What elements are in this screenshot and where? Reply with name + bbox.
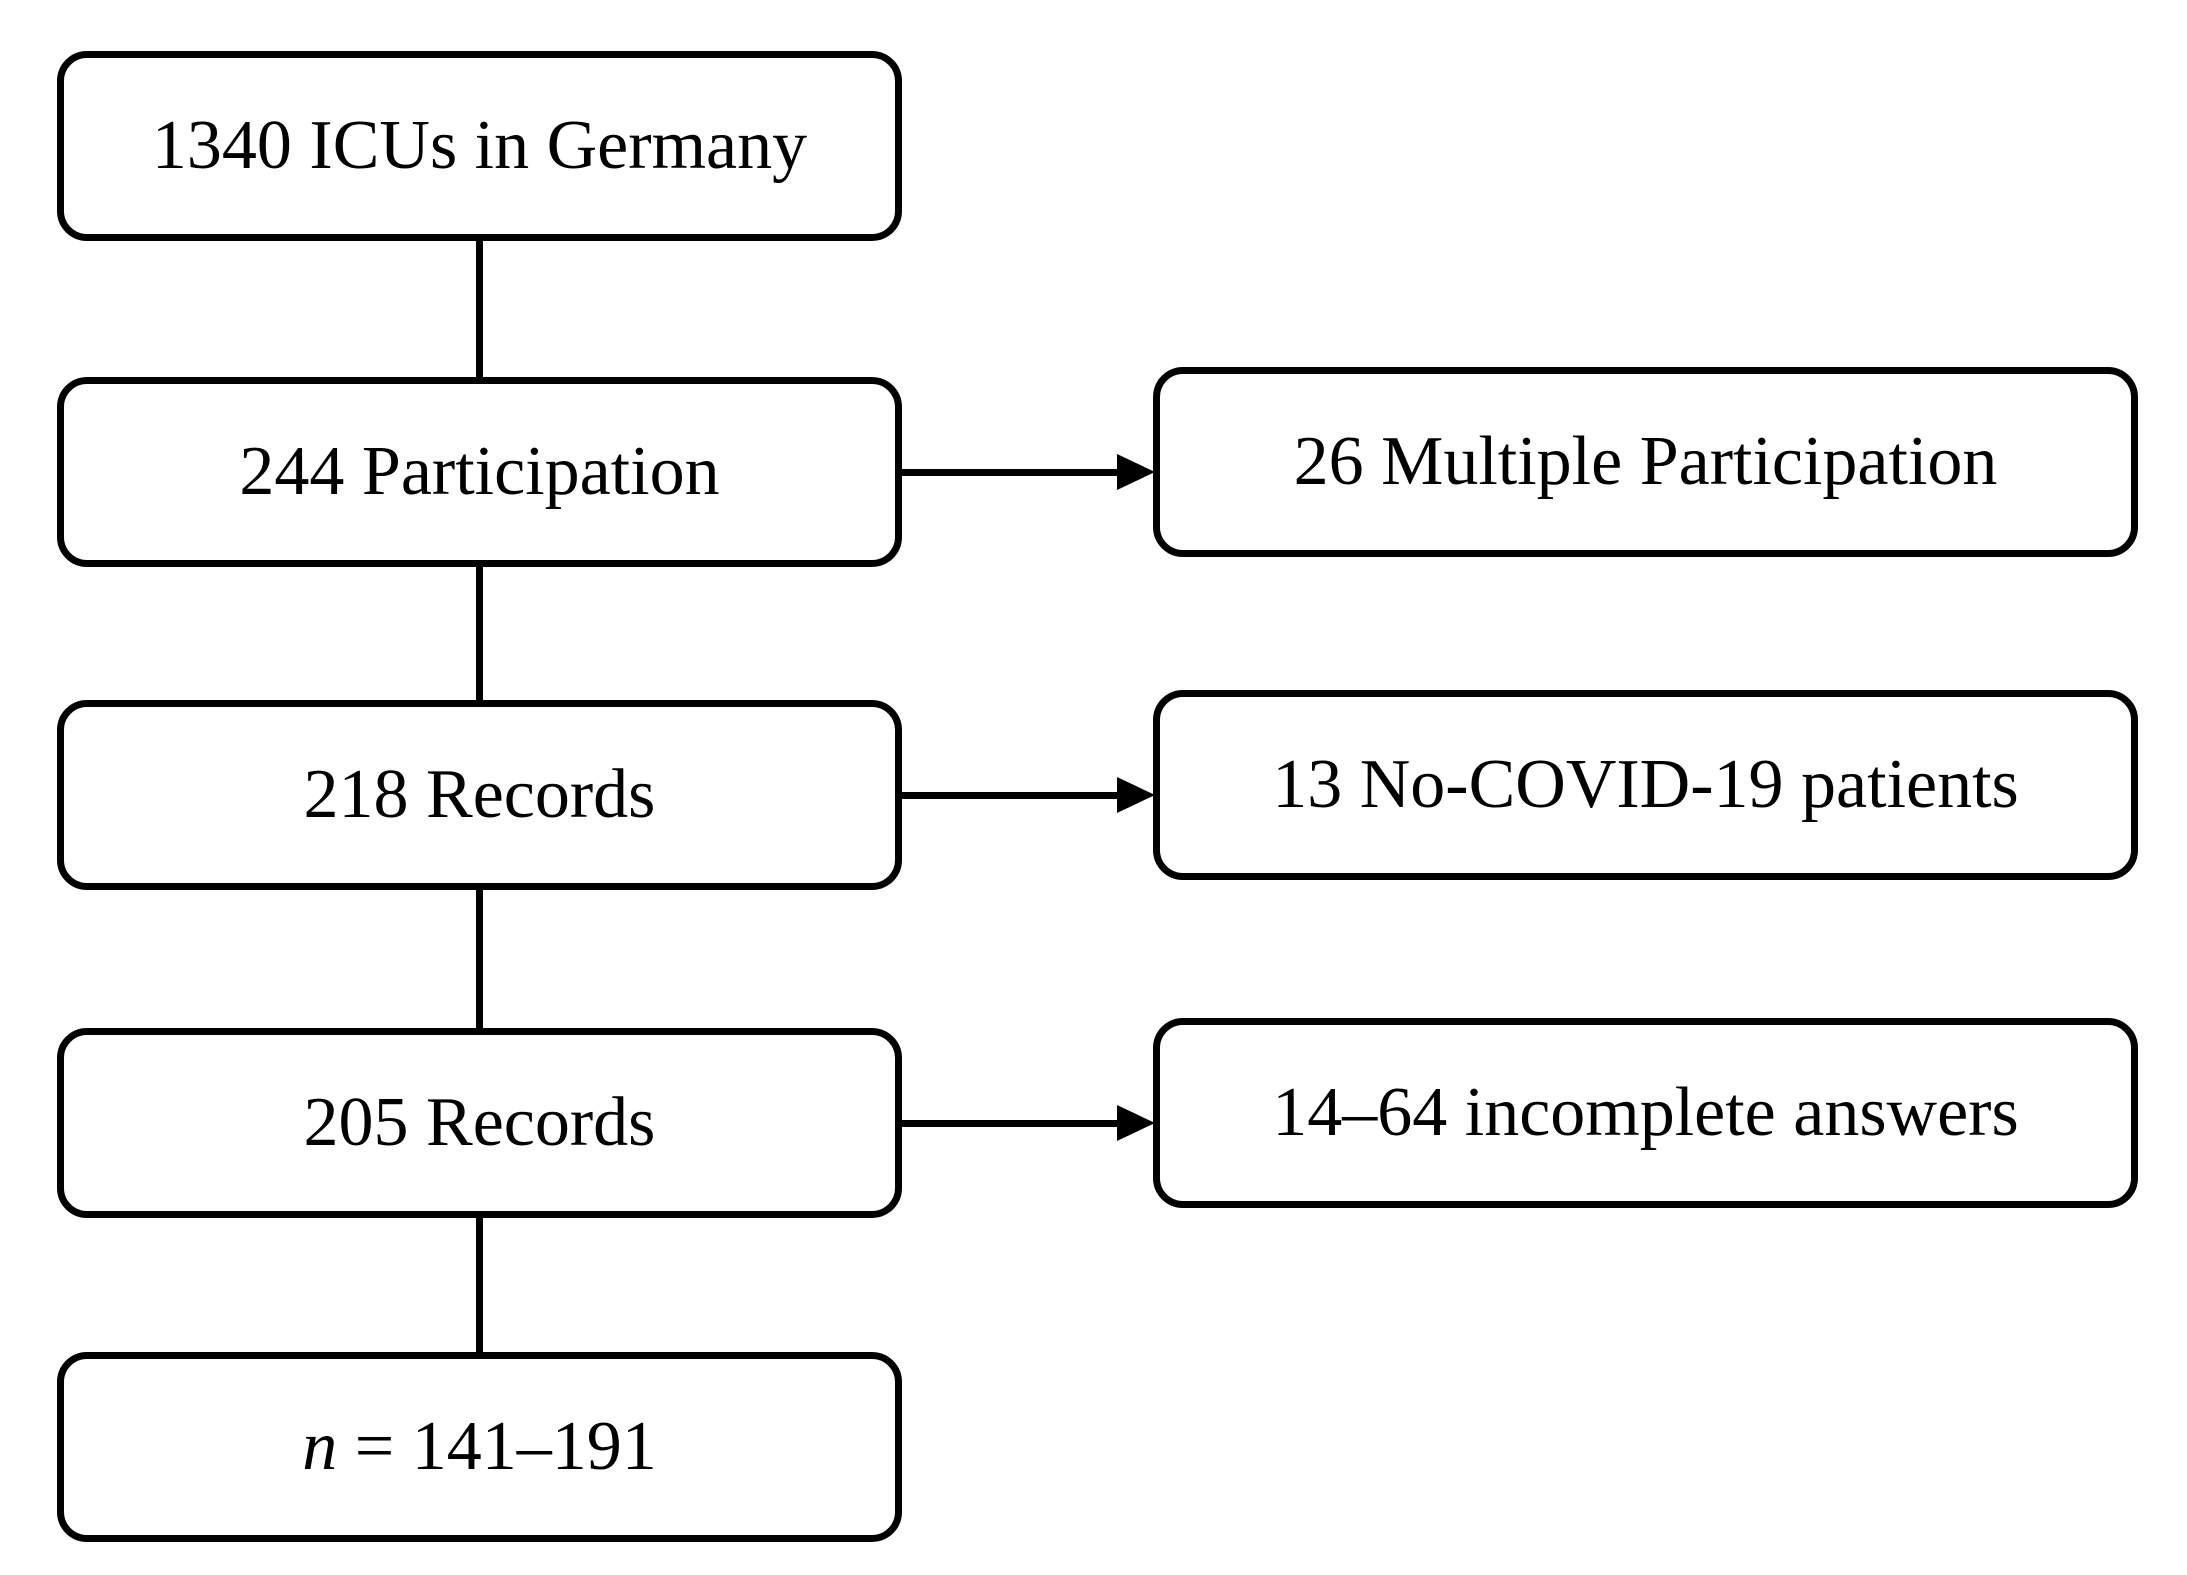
flow-node-label: 244 Participation [239, 433, 720, 510]
flow-node-final-sample: n = 141–191 [57, 1352, 902, 1542]
flow-node-label: 205 Records [303, 1084, 656, 1161]
arrow-shaft [902, 791, 1123, 799]
connector-line-records-205-to-final-sample [476, 1216, 483, 1354]
flow-node-icus: 1340 ICUs in Germany [57, 51, 902, 241]
sample-size-value: = 141–191 [354, 1408, 657, 1485]
flow-node-no-covid-19-patients: 13 No-COVID-19 patients [1153, 690, 2138, 880]
flow-node-label: 1340 ICUs in Germany [151, 107, 808, 184]
arrow-head-icon [1117, 1105, 1155, 1141]
flow-node-label: n = 141–191 [302, 1412, 656, 1482]
flow-node-label: 218 Records [303, 756, 656, 833]
arrow-head-icon [1117, 777, 1155, 813]
flow-node-multiple-participation: 26 Multiple Participation [1153, 367, 2138, 557]
flow-node-records-218: 218 Records [57, 700, 902, 890]
flow-node-participation: 244 Participation [57, 377, 902, 567]
connector-line-icus-to-participation [476, 239, 483, 379]
sample-size-variable: n [302, 1408, 338, 1485]
connector-line-participation-to-records-218 [476, 565, 483, 702]
arrow-shaft [902, 468, 1123, 476]
flow-node-records-205: 205 Records [57, 1028, 902, 1218]
flow-node-incomplete-answers: 14–64 incomplete answers [1153, 1018, 2138, 1208]
arrow-head-icon [1117, 454, 1155, 490]
flow-node-label: 14–64 incomplete answers [1272, 1074, 2019, 1151]
flow-node-label: 13 No-COVID-19 patients [1272, 746, 2019, 823]
arrow-shaft [902, 1119, 1123, 1127]
connector-line-records-218-to-records-205 [476, 888, 483, 1030]
flow-node-label: 26 Multiple Participation [1293, 423, 1998, 500]
